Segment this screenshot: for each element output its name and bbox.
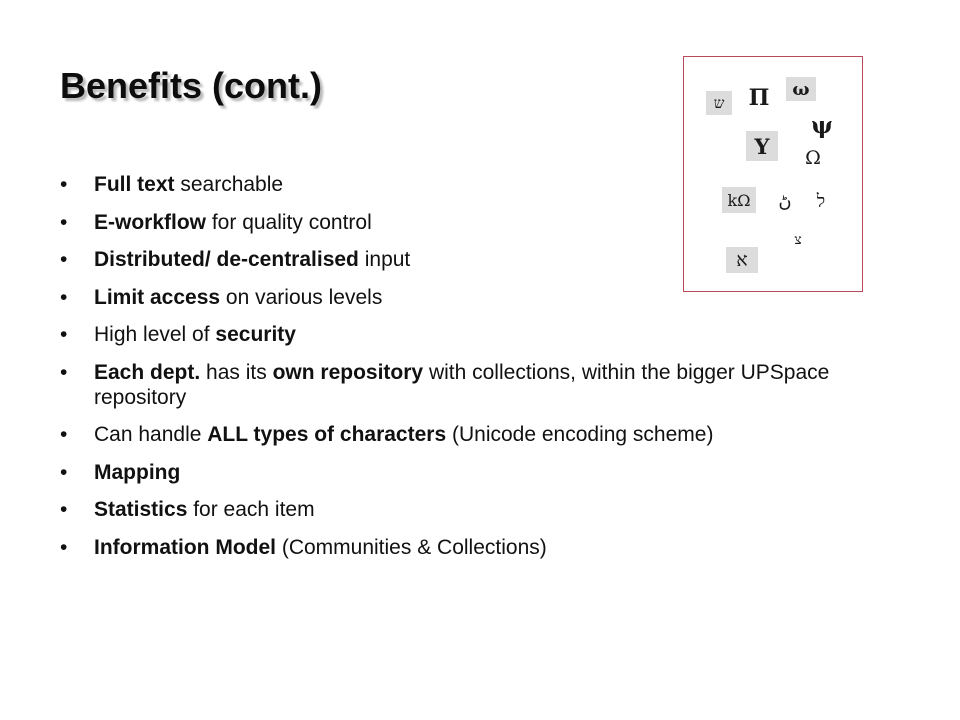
bullet-text-bold: own repository <box>272 360 424 384</box>
bullet-item: • High level of security <box>60 322 900 347</box>
lamed-glyph: ל <box>816 190 826 212</box>
bullet-text: input <box>358 248 411 271</box>
bullet-dot-icon: • <box>60 173 68 196</box>
aleph-glyph: א <box>726 247 758 273</box>
bullet-text-bold: security <box>215 323 296 346</box>
bullet-item: • Statistics for each item <box>60 497 900 522</box>
bullet-item: • Can handle ALL types of characters (Uni… <box>60 422 900 447</box>
bullet-dot-icon: • <box>60 323 68 346</box>
bullet-text: for quality control <box>206 210 372 234</box>
bullet-text: searchable <box>174 173 284 196</box>
bullet-text: on various levels <box>220 285 383 309</box>
upsilon-glyph: Υ <box>746 131 778 161</box>
bullet-dot-icon: • <box>60 248 68 271</box>
bullet-text-bold: E-workflow <box>94 210 207 234</box>
bullet-item: • Full text searchable <box>60 172 900 197</box>
bullet-text: has its <box>200 360 273 384</box>
bullet-text-bold: Mapping <box>94 460 181 484</box>
bullet-dot-icon: • <box>60 460 68 484</box>
bullet-dot-icon: • <box>60 498 68 521</box>
bullet-item: • Distributed/ de-centralised input <box>60 247 900 272</box>
bullet-dot-icon: • <box>60 423 68 446</box>
bullet-dot-icon: • <box>60 285 68 309</box>
psi-glyph: ψ <box>811 111 833 139</box>
bullet-item: • Information Model (Communities & Collec… <box>60 535 900 560</box>
bullet-dot-icon: • <box>60 360 68 384</box>
bullet-text-bold: Distributed/ de-centralised <box>94 248 359 271</box>
bullet-text-bold: Full text <box>94 173 175 196</box>
bullet-text-bold: Information Model <box>94 535 276 559</box>
bullet-text: High level of <box>94 323 216 346</box>
bullet-text-bold: Each dept. <box>94 360 201 384</box>
tsadi-glyph: צ <box>794 231 802 248</box>
arabic-glyph: ڻ <box>778 190 792 212</box>
bullet-item: • E-workflow for quality control <box>60 210 900 235</box>
bullet-list: • Full text searchable • E-workflow for qua… <box>60 172 900 572</box>
bullet-item: • Mapping <box>60 460 900 485</box>
bullet-dot-icon: • <box>60 535 68 559</box>
bullet-text: for each item <box>187 498 315 521</box>
bullet-text: Can handle <box>94 423 208 446</box>
bullet-text-bold: Statistics <box>94 498 188 521</box>
pi-glyph: Π <box>748 85 770 111</box>
unicode-symbols-image: ש Π ω ψ Υ Ω kΩ ڻ ל צ א <box>683 56 863 292</box>
bullet-text: (Unicode encoding scheme) <box>446 423 714 446</box>
k-omega-glyph: kΩ <box>722 187 756 213</box>
bullet-text: with collections, within the bigger UPSp… <box>94 360 830 409</box>
bullet-text-bold: Limit access <box>94 285 221 309</box>
bullet-text-bold: ALL types of characters <box>207 423 447 446</box>
omega-capital-glyph: Ω <box>805 147 821 169</box>
slide-title: Benefits (cont.) <box>60 65 323 106</box>
bullet-dot-icon: • <box>60 210 68 234</box>
bullet-text: (Communities & Collections) <box>276 535 547 559</box>
shin-glyph: ש <box>706 91 732 115</box>
bullet-item: • Each dept. has its own repository with … <box>60 360 900 410</box>
bullet-item: • Limit access on various levels <box>60 285 900 310</box>
omega-glyph: ω <box>786 77 816 101</box>
